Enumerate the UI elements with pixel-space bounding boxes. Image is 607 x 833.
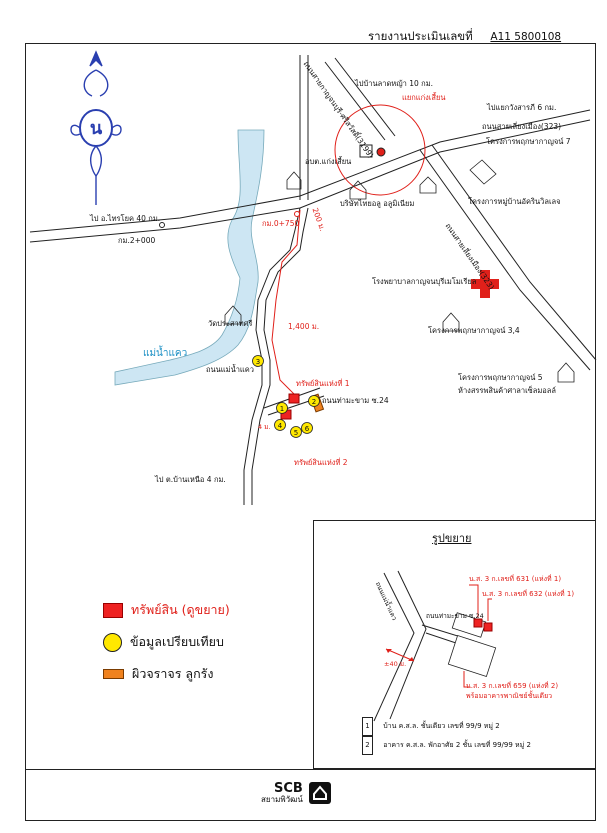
km-marker-icon [159, 222, 165, 228]
label-hospital: โรงพยาบาลกาญจนบุรีเมโมเรียล [372, 277, 477, 286]
label-showroom: ห้างสรรพสินค้าศาลาเซ็ลมอลล์ [458, 386, 556, 395]
inset-dist: ±40 ม. [384, 660, 407, 668]
comparable-circle-icon [103, 632, 122, 652]
laterite-bar-icon [103, 669, 124, 679]
road-south [243, 207, 309, 505]
label-property-1: ทรัพย์สินแห่งที่ 1 [296, 379, 350, 388]
label-dist-1400: 1,400 ม. [288, 322, 320, 331]
label-to-ban-nua: ไป ต.บ้านเหนือ 4 กม. [155, 475, 226, 484]
label-project-3-4: โครงการพฤกษากาญจน์ 3,4 [428, 326, 520, 335]
river [114, 129, 265, 386]
house-icon [286, 171, 302, 190]
inset-property-2 [483, 622, 493, 632]
comparable-5 [290, 426, 302, 438]
label-to-ban-lat-ya: ไปบ้านลาดหญ้า 10 กม. [355, 79, 434, 88]
comparable-1-num: 1 [280, 405, 284, 413]
property-square-icon [103, 602, 123, 618]
building-icon [469, 159, 497, 185]
emblem-icon [70, 50, 122, 205]
label-river: แม่น้ำแคว [143, 348, 188, 359]
report-label: รายงานประเมินเลขที่ [368, 29, 473, 43]
house-icon [557, 362, 575, 383]
label-kan-yak: แยกแก่งเสี้ยน [402, 93, 446, 102]
legend-item-property: ทรัพย์สิน (ดูขยาย) [103, 600, 230, 620]
inset-deed-3b: พร้อมอาคารพาณิชย์ชั้นเดียว [466, 692, 553, 700]
report-header: รายงานประเมินเลขที่ A11 5800108 [368, 28, 561, 46]
bank-name-th: สยามพิวัฒน์ [261, 794, 303, 804]
house-icon [224, 305, 242, 325]
comparable-4 [274, 419, 286, 431]
inset-panel: รูปขยาย ถนนแม่น้ำแคว ถนนท่ามะขาม ซ.24 ±4… [313, 520, 596, 769]
scb-logo: SCB สยามพิวัฒน์ [261, 781, 331, 805]
label-road-mae-nam: ถนนแม่น้ำแคว [206, 365, 254, 374]
footer: SCB สยามพิวัฒน์ [25, 769, 596, 822]
label-soi-road: ถนนท่ามะขาม ซ.24 [322, 396, 389, 405]
comparable-markers [252, 355, 320, 438]
label-km-0750: กม.0+750 [262, 219, 300, 228]
legend-label: ทรัพย์สิน (ดูขยาย) [131, 602, 230, 617]
inset-note-1: 1 บ้าน ค.ส.ล. ชั้นเดียว เลขที่ 99/9 หมู่… [362, 717, 531, 736]
label-project-5: โครงการพฤกษากาญจน์ 5 [458, 373, 543, 382]
inset-title: รูปขยาย [432, 532, 472, 545]
road-3199 [324, 57, 396, 141]
comparable-2-num: 2 [312, 398, 316, 406]
scb-emblem-icon [308, 782, 331, 805]
comparable-6-num: 6 [305, 425, 310, 433]
gas-pump-icon [376, 147, 386, 157]
label-obt: อบต.แก่งเสี้ยน [305, 157, 352, 166]
gas-station-icon [359, 144, 373, 158]
legend-item-comparable: ข้อมูลเปรียบเทียบ [103, 632, 230, 652]
comparable-2 [308, 395, 320, 407]
comparable-6 [301, 422, 313, 434]
label-property-2: ทรัพย์สินแห่งที่ 2 [294, 458, 348, 467]
comparable-3 [252, 355, 264, 367]
comparable-1 [276, 402, 288, 414]
label-km-marker: กม.2+000 [118, 236, 156, 245]
label-to-ring-road: ไปแยกวังสารภี 6 กม. [487, 103, 557, 112]
label-project-7: โครงการพฤกษากาญจน์ 7 [486, 137, 571, 146]
label-temple: วัดประสาทศรี [208, 319, 253, 328]
house-icon [349, 180, 367, 200]
label-soi-dist: 4 ม. [258, 423, 271, 431]
property-1-marker [288, 393, 300, 404]
emblem-letter: น [90, 118, 103, 139]
legend-item-laterite: ผิวจราจร ลูกรัง [103, 664, 230, 684]
comparable-3-num: 3 [256, 358, 260, 366]
label-alu-company: บริษัทไทยอลู อลูมิเนียม [340, 199, 415, 208]
label-ban-arin: โครงการหมู่บ้านอัครินวิลเลจ [468, 197, 561, 206]
bank-name: SCB [273, 781, 303, 796]
label-road-323: ถนนสายเลี่ยงเมือง(323) [482, 122, 562, 131]
inset-notes: 1 บ้าน ค.ส.ล. ชั้นเดียว เลขที่ 99/9 หมู่… [362, 717, 531, 755]
legend-label: ข้อมูลเปรียบเทียบ [130, 634, 224, 649]
road-se [419, 144, 597, 371]
inset-deed-1: น.ส. 3 ก.เลขที่ 631 (แห่งที่ 1) [469, 575, 562, 583]
km-0750-icon [294, 211, 300, 217]
inset-property-1 [473, 618, 483, 628]
inset-road-soi: ถนนท่ามะขาม ซ.24 [426, 612, 484, 620]
inset-deed-2: น.ส. 3 ก.เลขที่ 632 (แห่งที่ 1) [482, 590, 575, 598]
intersection-circle [334, 104, 426, 196]
comparable-4-num: 4 [278, 422, 283, 430]
map-frame [25, 43, 596, 821]
house-icon [419, 176, 437, 194]
house-icon [442, 312, 460, 332]
inset-map [373, 570, 497, 722]
comparable-5-num: 5 [294, 429, 298, 437]
road-north [299, 55, 309, 200]
report-code: A11 5800108 [490, 31, 562, 43]
inset-note-2: 2 อาคาร ค.ส.ล. พักอาศัย 2 ชั้น เลขที่ 99… [362, 736, 531, 755]
legend: ทรัพย์สิน (ดูขยาย) ข้อมูลเปรียบเทียบ ผิว… [103, 600, 230, 696]
legend-label: ผิวจราจร ลูกรัง [132, 666, 214, 681]
route-line [271, 209, 301, 397]
hospital-icon [471, 270, 499, 298]
label-to-sai-yok: ไป อ.ไทรโยค 40 กม. [90, 214, 161, 223]
inset-deed-3: น.ส. 3 ก.เลขที่ 659 (แห่งที่ 2) [466, 682, 559, 690]
